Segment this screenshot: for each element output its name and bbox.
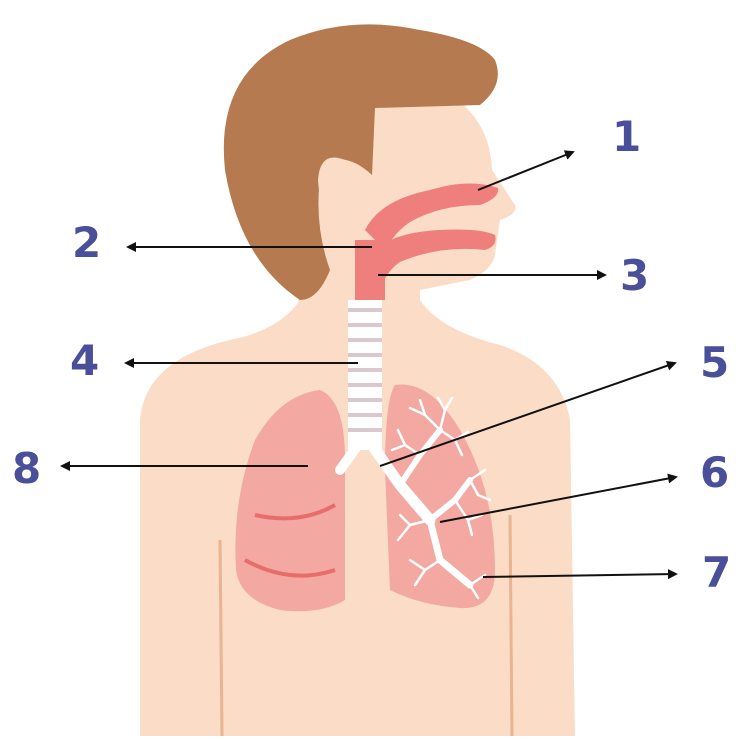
arm-crease-right (510, 515, 512, 736)
label-7: 7 (702, 552, 731, 594)
label-2: 2 (72, 222, 101, 264)
label-8: 8 (12, 448, 41, 490)
label-5: 5 (700, 342, 729, 384)
pharynx (355, 240, 385, 300)
trachea (348, 300, 382, 450)
label-4: 4 (70, 340, 99, 382)
arm-crease-left (220, 540, 222, 736)
label-6: 6 (700, 452, 729, 494)
label-1: 1 (612, 116, 641, 158)
label-3: 3 (620, 255, 649, 297)
